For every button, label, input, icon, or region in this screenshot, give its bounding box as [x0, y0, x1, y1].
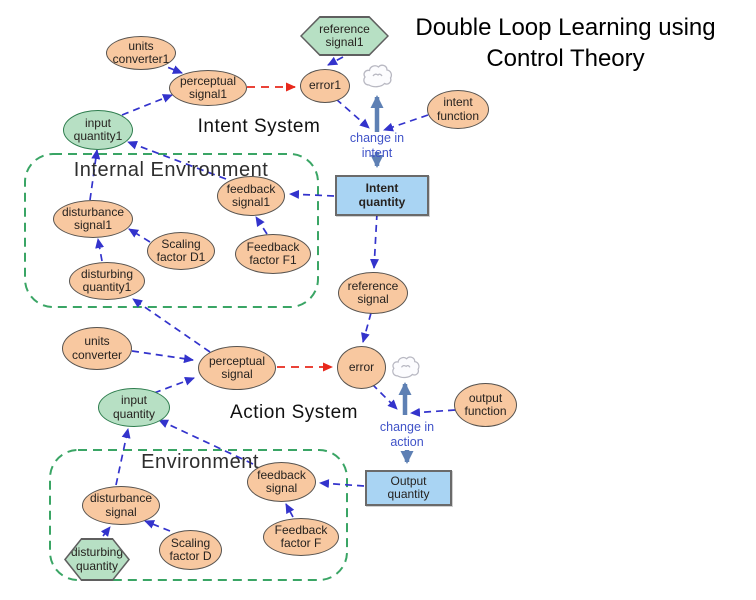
node-intent-function: intent function [427, 90, 489, 129]
environment-border [49, 449, 348, 581]
red-dashed-edges [247, 82, 333, 372]
node-feedback-factor-f1: Feedback factor F1 [235, 234, 311, 274]
environment-label: Environment [141, 451, 259, 473]
cloud-icon [363, 64, 393, 88]
node-scaling-factor-d1: Scaling factor D1 [147, 232, 215, 270]
node-feedback-factor-f: Feedback factor F [263, 518, 339, 556]
container-borders [24, 153, 348, 581]
node-input-quantity: input quantity [98, 388, 170, 427]
change-in-intent-label: change in intent [349, 131, 405, 160]
node-reference-signal1-text: reference signal1 [302, 18, 387, 54]
node-disturbance-signal1: disturbance signal1 [53, 200, 133, 238]
node-feedback-signal1: feedback signal1 [217, 176, 285, 216]
node-scaling-factor-d: Scaling factor D [159, 530, 222, 570]
node-disturbing-quantity1: disturbing quantity1 [69, 262, 145, 300]
blue-dashed-edges [89, 56, 456, 537]
intent-system-label: Intent System [197, 116, 321, 137]
internal-environment-border [24, 153, 319, 308]
node-error: error [337, 346, 386, 389]
action-system-label: Action System [230, 402, 358, 423]
node-disturbance-signal: disturbance signal [82, 486, 160, 525]
node-reference-signal1: reference signal1 [300, 16, 389, 56]
node-perceptual-signal1: perceptual signal1 [169, 70, 247, 106]
node-output-quantity: Output quantity [365, 470, 452, 506]
cloud-icon [392, 356, 420, 379]
node-intent-quantity: Intent quantity [335, 175, 429, 216]
internal-environment-label: Internal Environment [73, 159, 269, 181]
node-output-function: output function [454, 383, 517, 427]
node-input-quantity1: input quantity1 [63, 110, 133, 150]
node-units-converter1: units converter1 [106, 36, 176, 70]
node-reference-signal: reference signal [338, 272, 408, 314]
change-in-action-label: change in action [379, 420, 435, 449]
node-error1: error1 [300, 69, 350, 103]
node-feedback-signal: feedback signal [247, 462, 316, 502]
thick-change-arrows [370, 95, 414, 464]
node-disturbing-quantity-text: disturbing quantity [66, 540, 128, 579]
node-units-converter: units converter [62, 327, 132, 370]
node-perceptual-signal: perceptual signal [198, 346, 276, 390]
diagram-title: Double Loop Learning using Control Theor… [415, 14, 716, 73]
